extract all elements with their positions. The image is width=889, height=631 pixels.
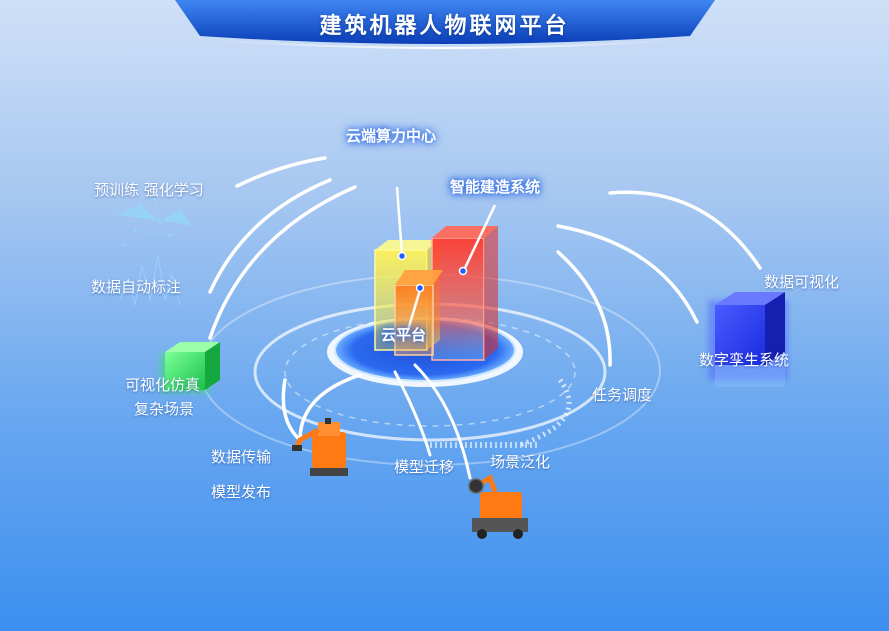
label-complex-scene: 复杂场景 bbox=[134, 400, 195, 418]
label-smart-construction: 智能建造系统 bbox=[450, 178, 541, 196]
waveform-graphic bbox=[119, 254, 181, 306]
label-data-transfer: 数据传输 bbox=[211, 448, 272, 466]
construction-robot-1 bbox=[292, 418, 348, 476]
label-cloud-platform: 云平台 bbox=[381, 326, 427, 344]
bar-orange bbox=[394, 270, 443, 356]
neural-network-cloud bbox=[118, 198, 192, 247]
left-arcs bbox=[208, 156, 362, 442]
label-model-publish: 模型发布 bbox=[211, 483, 272, 501]
bar-red bbox=[431, 226, 498, 361]
label-visual-sim: 可视化仿真 bbox=[125, 376, 201, 394]
green-cube bbox=[160, 342, 220, 393]
label-task-dispatch: 任务调度 bbox=[592, 386, 653, 404]
blue-cube bbox=[708, 292, 788, 387]
label-compute-center: 云端算力中心 bbox=[346, 127, 437, 145]
label-digital-twin: 数字孪生系统 bbox=[699, 351, 790, 369]
title-banner bbox=[175, 0, 715, 49]
label-auto-label: 数据自动标注 bbox=[91, 278, 182, 296]
label-scene-generalize: 场景泛化 bbox=[490, 453, 551, 471]
center-arcs bbox=[393, 363, 472, 480]
page-title: 建筑机器人物联网平台 bbox=[319, 14, 570, 39]
right-arcs bbox=[556, 190, 762, 367]
label-model-transfer: 模型迁移 bbox=[394, 458, 455, 476]
construction-robot-2 bbox=[468, 474, 528, 539]
label-pretrain: 预训练 强化学习 bbox=[94, 181, 204, 199]
pointer-lines bbox=[395, 186, 497, 331]
label-data-visualization: 数据可视化 bbox=[764, 273, 840, 291]
